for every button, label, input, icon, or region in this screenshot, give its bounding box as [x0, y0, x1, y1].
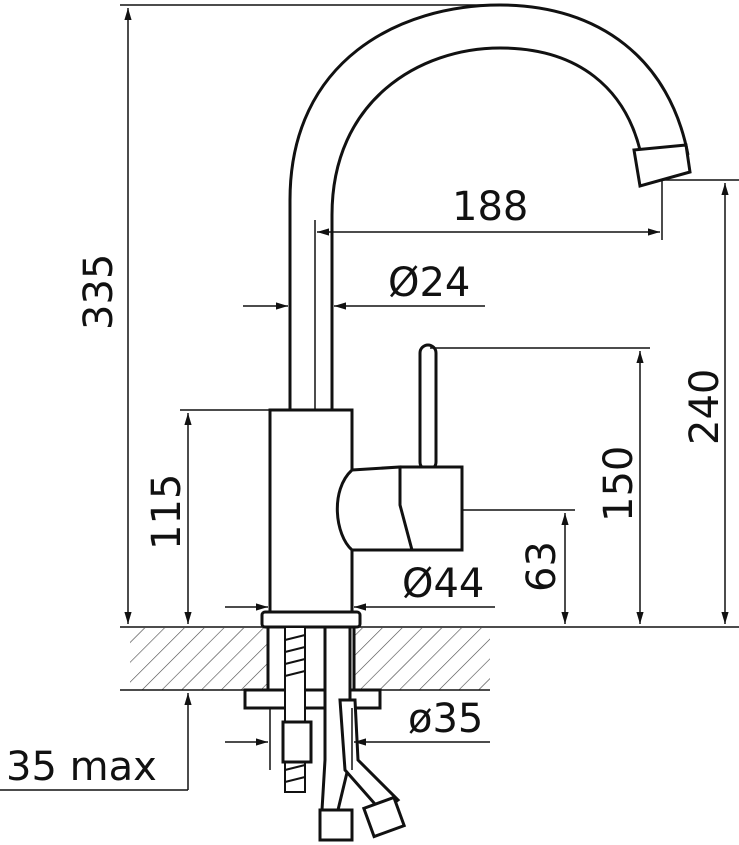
mounting-nut — [281, 720, 313, 764]
dimension-335: 335 — [76, 4, 500, 624]
hose-nut-1 — [318, 808, 354, 842]
dimension-35-max: 35 max — [0, 693, 192, 791]
mounting-hardware — [243, 625, 407, 842]
dimension-pipe-diameter: Ø24 — [243, 260, 485, 310]
dimension-115: 115 — [144, 409, 270, 624]
label-335: 335 — [76, 254, 122, 330]
label-240: 240 — [682, 369, 728, 445]
label-mount-hole: ø35 — [408, 696, 483, 742]
label-63: 63 — [519, 541, 565, 592]
dimension-mount-hole: ø35 — [225, 696, 490, 770]
spout-aerator — [632, 143, 692, 188]
hose-nut-2 — [361, 795, 407, 839]
hose-2 — [338, 698, 401, 815]
dimension-188: 188 — [314, 179, 739, 410]
label-188: 188 — [452, 184, 528, 230]
label-150: 150 — [596, 446, 642, 522]
dimension-150: 150 — [430, 347, 650, 624]
dimension-body-diameter: Ø44 — [225, 561, 495, 611]
label-pipe-diameter: Ø24 — [388, 260, 470, 306]
lever-handle — [335, 343, 464, 552]
label-body-diameter: Ø44 — [402, 561, 484, 607]
label-35-max: 35 max — [6, 744, 157, 790]
dimension-63: 63 — [462, 509, 575, 624]
countertop-section — [120, 626, 739, 691]
dimension-240: 240 — [682, 183, 729, 624]
label-115: 115 — [144, 474, 190, 550]
